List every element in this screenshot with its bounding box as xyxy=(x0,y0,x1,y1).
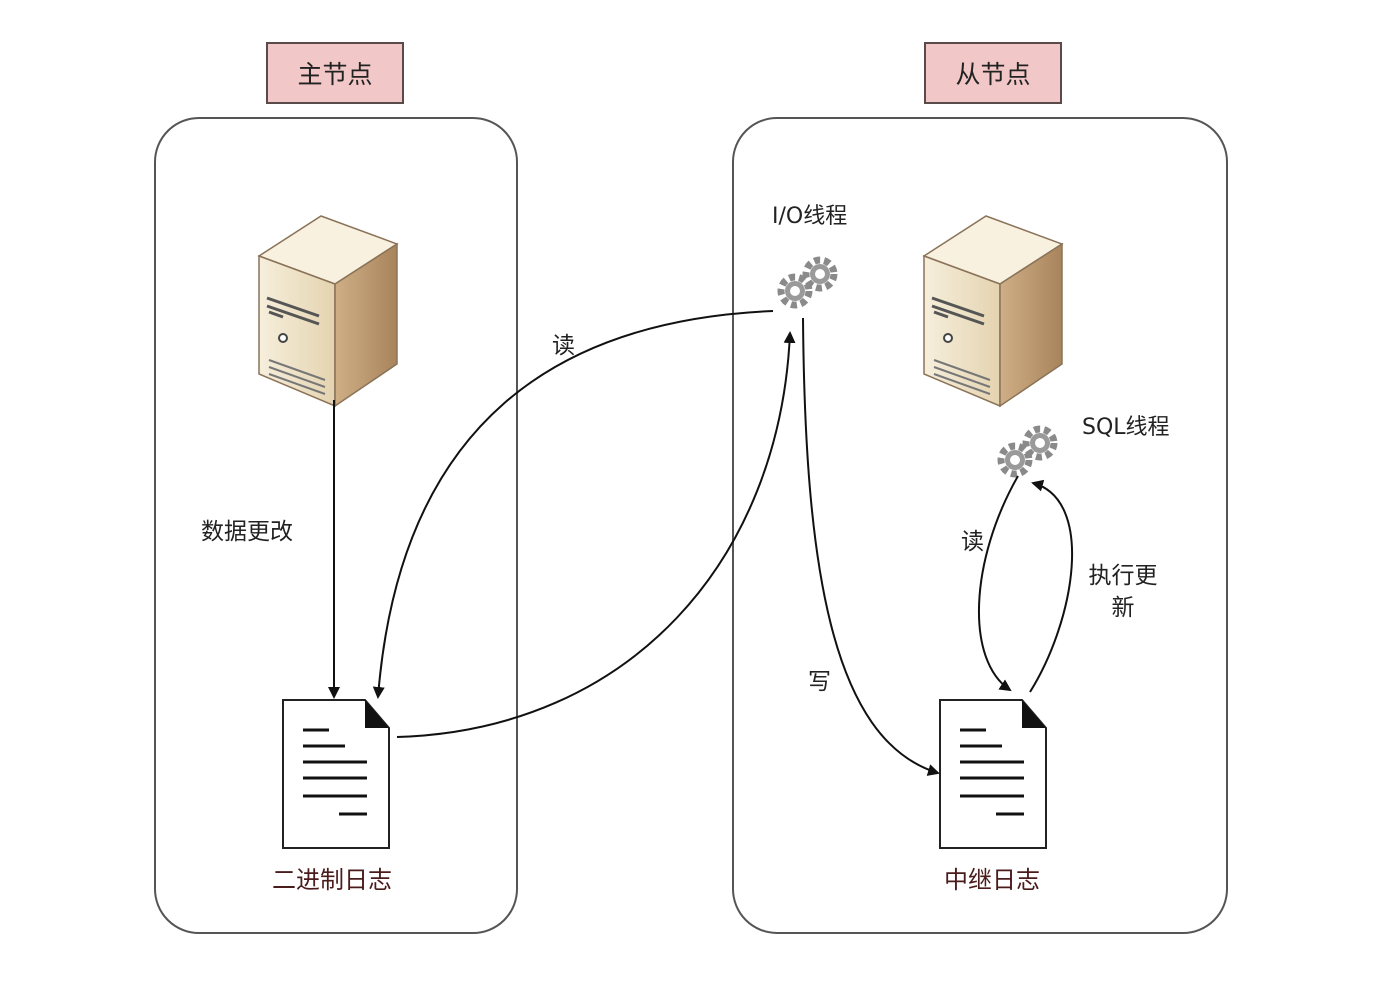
binlog-document-icon xyxy=(281,698,391,850)
binlog-to-io-arrow xyxy=(396,331,796,738)
execute-update-label: 执行更新 xyxy=(1088,563,1158,621)
execute-update-arrow xyxy=(1029,479,1073,693)
binlog-label: 二进制日志 xyxy=(272,866,392,894)
slave-server-icon xyxy=(922,214,1064,408)
sql-read-relay-arrow xyxy=(978,475,1019,692)
slave-title: 从节点 xyxy=(924,42,1062,104)
io-thread-label: I/O线程 xyxy=(772,204,848,229)
sql-thread-label: SQL线程 xyxy=(1082,415,1170,440)
sql-thread-gear-icon xyxy=(1001,429,1054,474)
data-change-label: 数据更改 xyxy=(201,519,293,545)
slave-frame xyxy=(732,117,1228,934)
write-label: 写 xyxy=(808,669,831,695)
cross-read-label: 读 xyxy=(552,333,575,359)
master-frame xyxy=(154,117,518,934)
relay-log-document-icon xyxy=(938,698,1048,850)
master-title: 主节点 xyxy=(266,42,404,104)
write-relay-arrow xyxy=(802,317,940,776)
master-server-icon xyxy=(257,214,399,408)
relay-log-label: 中继日志 xyxy=(944,866,1040,894)
sql-read-label: 读 xyxy=(961,529,984,555)
io-thread-gear-icon xyxy=(781,260,834,305)
read-binlog-arrow xyxy=(372,310,774,699)
